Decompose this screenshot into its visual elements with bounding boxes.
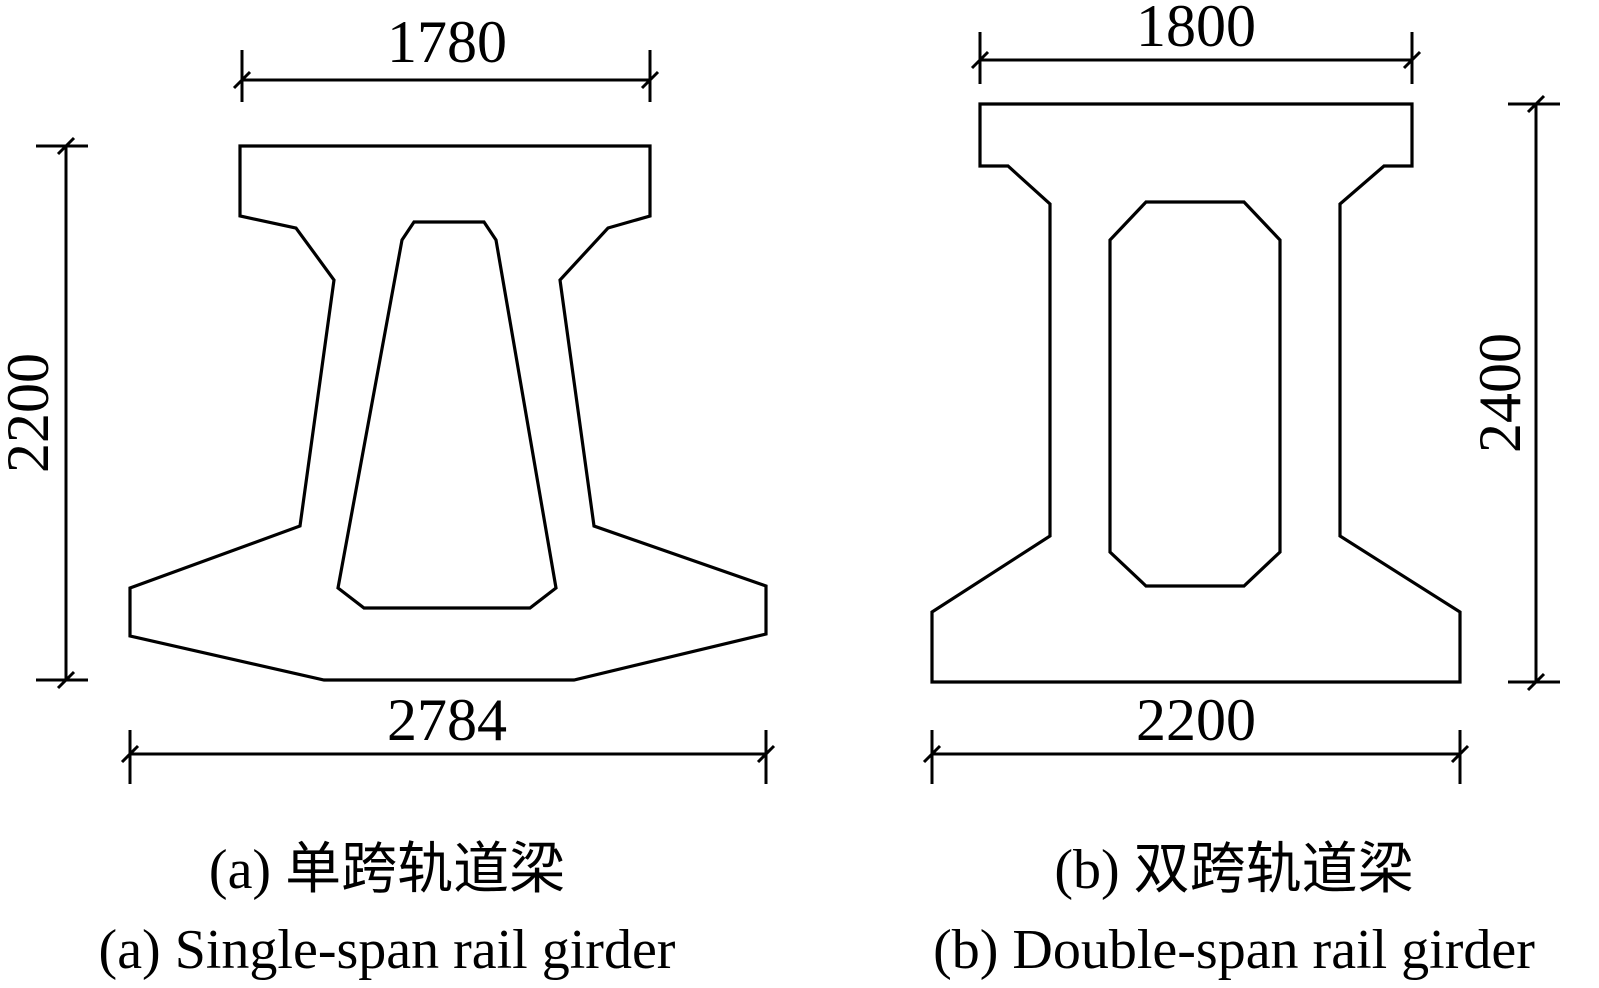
panel-a-bottom-dimension: 2784 <box>120 687 776 784</box>
panel-a-outer-outline <box>128 144 768 682</box>
panel-b-outer-outline <box>930 102 1462 684</box>
panel-b-top-dimension: 1800 <box>970 0 1422 84</box>
panel-a-caption-en: (a) Single-span rail girder <box>99 919 676 981</box>
panel-a-height-dim-label: 2200 <box>0 353 61 473</box>
panel-b-double-span: 1800 2200 2400 (b) 双跨轨道梁 (b) Double-span… <box>922 0 1560 981</box>
panel-a-caption-cn: (a) 单跨轨道梁 <box>209 839 565 901</box>
panel-a-bottom-dim-label: 2784 <box>387 687 507 753</box>
panel-b-height-dimension: 2400 <box>1467 94 1560 692</box>
panel-b-bottom-dimension: 2200 <box>922 687 1470 784</box>
panel-b-inner-void <box>1108 200 1282 588</box>
panel-a-top-dim-label: 1780 <box>387 9 507 75</box>
panel-a-inner-void <box>336 220 558 610</box>
panel-b-caption-en: (b) Double-span rail girder <box>933 919 1535 981</box>
panel-a-single-span: 1780 2784 2200 (a) 单跨轨道梁 (a) Single-span… <box>0 9 776 981</box>
panel-b-caption-cn: (b) 双跨轨道梁 <box>1054 839 1413 901</box>
panel-b-bottom-dim-label: 2200 <box>1136 687 1256 753</box>
panel-b-height-dim-label: 2400 <box>1467 333 1533 453</box>
panel-a-top-dimension: 1780 <box>232 9 660 102</box>
panel-b-top-dim-label: 1800 <box>1136 0 1256 59</box>
panel-a-height-dimension: 2200 <box>0 136 88 690</box>
